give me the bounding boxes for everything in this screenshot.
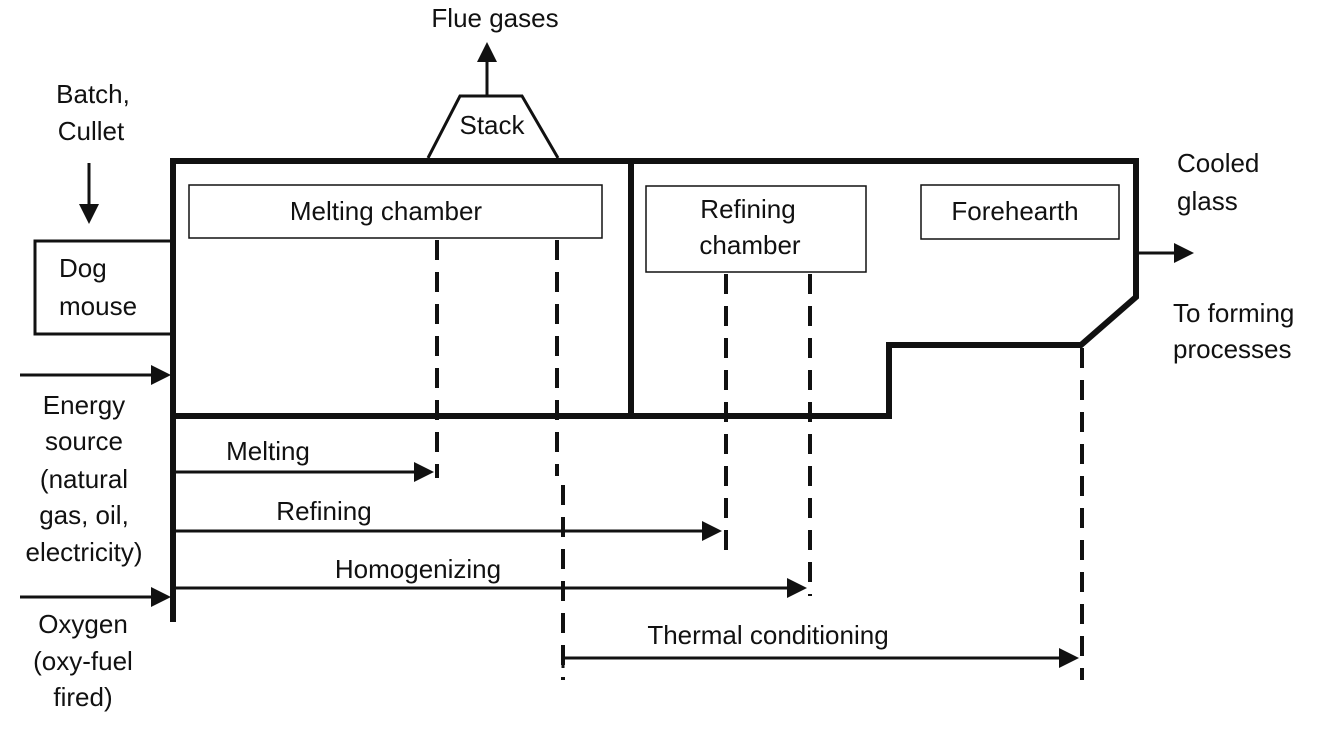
thermal-conditioning-label: Thermal conditioning [647, 620, 888, 650]
thermal-arrowhead [1059, 648, 1079, 668]
dog-mouse-label-line1: Dog [59, 253, 107, 283]
melting-chamber-box [188, 184, 603, 239]
homogenizing-stage-label: Homogenizing [335, 554, 501, 584]
stack-outline [426, 94, 560, 159]
melting-chamber-label: Melting chamber [290, 196, 483, 226]
batch-arrowhead [79, 204, 99, 224]
oxygen-label-line1: Oxygen [38, 609, 128, 639]
energy-label-line1: Energy [43, 390, 125, 420]
flue-gas-arrowhead [477, 42, 497, 62]
melting-arrowhead [414, 462, 434, 482]
cooled-glass-arrowhead [1174, 243, 1194, 263]
homogenizing-arrowhead [787, 578, 807, 598]
forming-label-line2: processes [1173, 334, 1292, 364]
oxygen-arrowhead [151, 587, 171, 607]
energy-label-line3: (natural [40, 464, 128, 494]
refining-chamber-box [645, 185, 867, 273]
flue-gases-label: Flue gases [431, 3, 558, 33]
refining-chamber-label-line1: Refining [700, 194, 795, 224]
oxygen-label-line2: (oxy-fuel [33, 646, 133, 676]
furnace-outline [170, 158, 1139, 622]
cooled-glass-label-line2: glass [1177, 186, 1238, 216]
forehearth-label: Forehearth [951, 196, 1078, 226]
refining-arrowhead [702, 521, 722, 541]
refining-stage-label: Refining [276, 496, 371, 526]
energy-label-line4: gas, oil, [39, 500, 129, 530]
dog-mouse-box [33, 239, 172, 336]
dog-mouse-label-line2: mouse [59, 291, 137, 321]
stack-label: Stack [459, 110, 525, 140]
forming-label-line1: To forming [1173, 298, 1294, 328]
energy-label-line5: electricity) [25, 537, 142, 567]
energy-arrowhead [151, 365, 171, 385]
cooled-glass-label-line1: Cooled [1177, 148, 1259, 178]
batch-label-line1: Batch, [56, 79, 130, 109]
energy-label-line2: source [45, 426, 123, 456]
oxygen-label-line3: fired) [53, 682, 112, 712]
melting-stage-label: Melting [226, 436, 310, 466]
refining-chamber-label-line2: chamber [699, 230, 800, 260]
forehearth-box [920, 184, 1120, 240]
batch-label-line2: Cullet [58, 116, 125, 146]
